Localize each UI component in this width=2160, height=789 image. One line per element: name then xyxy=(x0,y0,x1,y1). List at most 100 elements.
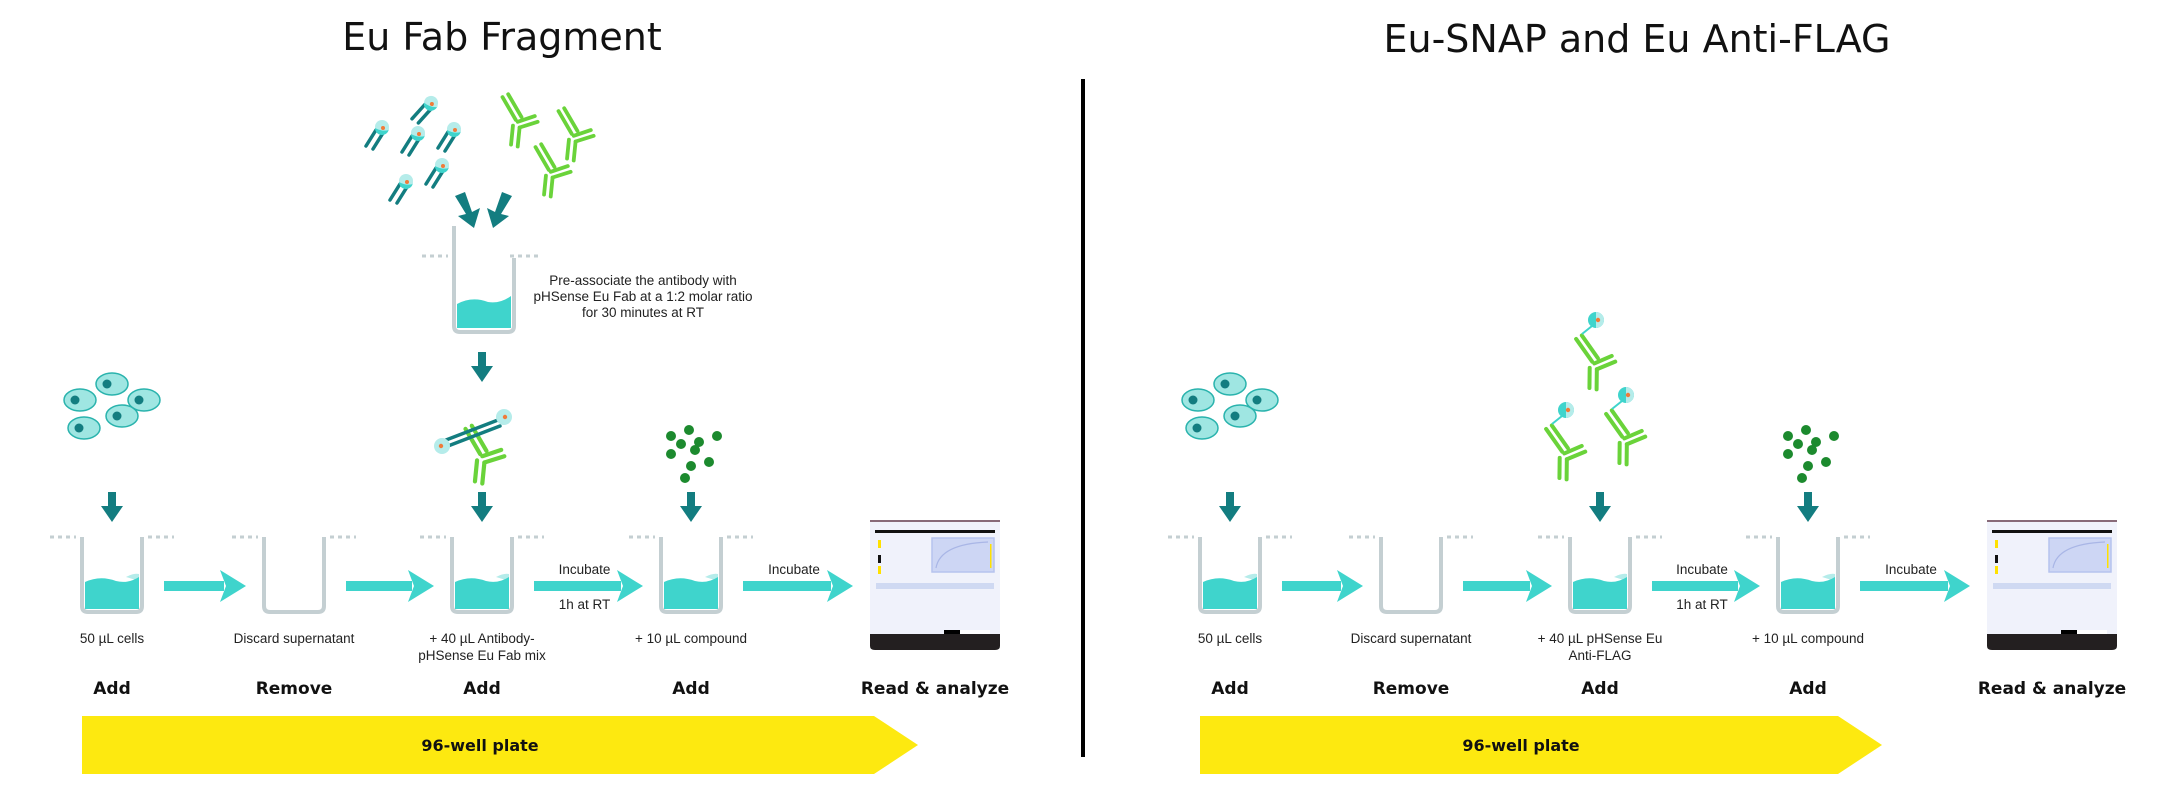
step-label: Discard supernatant xyxy=(1351,631,1472,646)
cell-icon xyxy=(63,388,97,412)
cell-icon xyxy=(67,416,101,440)
compound-dot xyxy=(1821,457,1831,467)
step-label: 50 µL cells xyxy=(1198,631,1263,646)
compound-dot xyxy=(1829,431,1839,441)
banner-label: 96-well plate xyxy=(1462,736,1579,755)
well-icon xyxy=(1168,535,1292,614)
compound-dot xyxy=(690,445,700,455)
compound-dot xyxy=(1783,449,1793,459)
step-5: Read & analyze xyxy=(1978,520,2126,699)
panel-title-eu-fab: Eu Fab Fragment xyxy=(342,15,662,59)
compound-dot xyxy=(1797,473,1807,483)
compound-dot xyxy=(684,425,694,435)
cell-icon xyxy=(1213,372,1247,396)
preassociation-note-line2: pHSense Eu Fab at a 1:2 molar ratio xyxy=(533,289,752,304)
step-label: + 40 µL Antibody- xyxy=(429,631,534,646)
transition-sublabel: 1h at RT xyxy=(559,597,611,612)
compound-dot xyxy=(704,457,714,467)
cell-icon xyxy=(105,404,139,428)
antibody-icon xyxy=(500,92,596,199)
transition-arrow-icon xyxy=(346,570,434,602)
step-label: + 10 µL compound xyxy=(1752,631,1864,646)
compound-dot xyxy=(712,431,722,441)
well-icon xyxy=(629,535,753,614)
preassociation-note-line3: for 30 minutes at RT xyxy=(582,305,704,320)
plate-reader-icon xyxy=(1987,520,2117,650)
converging-arrows-icon xyxy=(455,192,512,228)
well-icon xyxy=(1746,535,1870,614)
compound-dot xyxy=(666,431,676,441)
plate-format-banner: 96-well plate xyxy=(82,716,918,774)
step-label: Anti-FLAG xyxy=(1568,648,1631,663)
compound-dot xyxy=(1783,431,1793,441)
compound-dot xyxy=(694,437,704,447)
transition-arrow-icon: Incubate 1h at RT xyxy=(1652,562,1760,612)
down-arrow-icon xyxy=(101,492,123,522)
well-icon xyxy=(1538,535,1662,614)
panel-title-eu-snap: Eu-SNAP and Eu Anti-FLAG xyxy=(1383,17,1890,61)
step-label: + 10 µL compound xyxy=(635,631,747,646)
cell-icon xyxy=(1185,416,1219,440)
compound-dot xyxy=(676,439,686,449)
well-icon xyxy=(420,535,544,614)
down-arrow-icon xyxy=(1589,492,1611,522)
compound-dot xyxy=(1803,461,1813,471)
step-action: Add xyxy=(672,679,710,699)
compound-dot xyxy=(1811,437,1821,447)
transition-arrow-icon: Incubate xyxy=(743,562,853,602)
labeled-antibody xyxy=(1603,387,1650,468)
transition-arrow-icon xyxy=(164,570,246,602)
compound-dots-icon xyxy=(1783,425,1839,483)
antibody-fab-complex-icon xyxy=(434,409,512,484)
compound-dot xyxy=(1793,439,1803,449)
cells-icon xyxy=(1181,372,1279,440)
down-arrow-icon xyxy=(1797,492,1819,522)
labeled-antibody xyxy=(1573,312,1620,393)
step-label: + 40 µL pHSense Eu xyxy=(1538,631,1663,646)
transition-arrow-icon xyxy=(1463,570,1552,602)
step-action: Add xyxy=(1211,679,1249,699)
step-action: Add xyxy=(1581,679,1619,699)
well-icon xyxy=(50,535,174,614)
preassociation-well xyxy=(422,226,540,334)
cells-icon xyxy=(63,372,161,440)
step-action: Remove xyxy=(1373,679,1450,699)
compound-dot xyxy=(1807,445,1817,455)
banner-label: 96-well plate xyxy=(421,736,538,755)
transition-arrow-icon: Incubate xyxy=(1860,562,1970,602)
panel-divider xyxy=(1081,79,1085,757)
compound-dot xyxy=(680,473,690,483)
well-icon xyxy=(1349,535,1473,614)
step-5: Read & analyze xyxy=(861,520,1009,699)
transition-sublabel: 1h at RT xyxy=(1676,597,1728,612)
cell-icon xyxy=(95,372,129,396)
transition-label: Incubate xyxy=(1676,562,1728,577)
compound-dot xyxy=(666,449,676,459)
step-action: Remove xyxy=(256,679,333,699)
labeled-antibody xyxy=(1543,402,1590,483)
step-action: Add xyxy=(463,679,501,699)
transition-arrow-icon xyxy=(1282,570,1363,602)
eu-fab-fragment-icon xyxy=(364,91,463,205)
labeled-antibody-icon xyxy=(1543,312,1650,483)
step-action: Read & analyze xyxy=(861,679,1009,699)
down-arrow-icon xyxy=(680,492,702,522)
down-arrow-icon xyxy=(1219,492,1241,522)
step-label: pHSense Eu Fab mix xyxy=(418,648,546,663)
preassociation-note-line1: Pre-associate the antibody with xyxy=(549,273,737,288)
plate-format-banner: 96-well plate xyxy=(1200,716,1882,774)
compound-dot xyxy=(1801,425,1811,435)
cell-icon xyxy=(1223,404,1257,428)
step-label: Discard supernatant xyxy=(234,631,355,646)
transition-label: Incubate xyxy=(1885,562,1937,577)
transition-label: Incubate xyxy=(768,562,820,577)
